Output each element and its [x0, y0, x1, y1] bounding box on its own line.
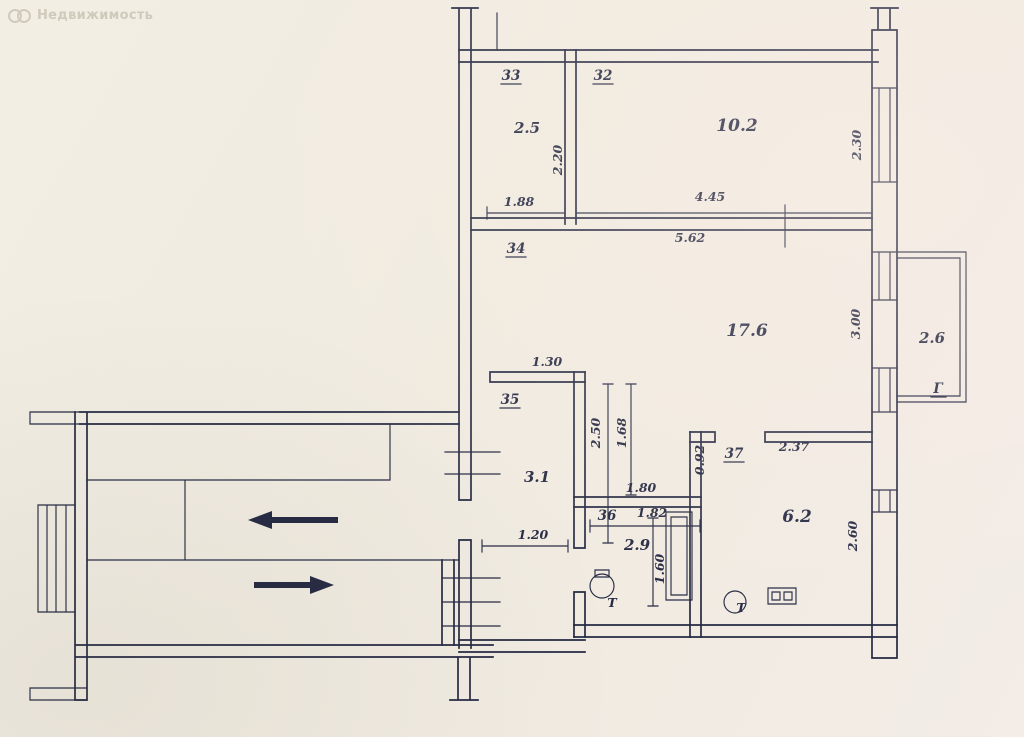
area-label-balcony-2-6: 2.6 — [918, 329, 946, 347]
apartment-bottom-wall — [573, 624, 898, 638]
room-number-37: 37 — [725, 446, 744, 462]
balcony-outline — [896, 251, 967, 403]
stove — [767, 587, 797, 605]
room-number-34: 34 — [507, 241, 526, 257]
apartment-top-wall — [458, 49, 879, 63]
bathtub — [665, 511, 693, 601]
area-label-6-2: 6.2 — [782, 507, 812, 527]
fixtures — [589, 511, 797, 614]
dim-1-68: 1.68 — [614, 417, 629, 448]
plan-labels: 33 32 34 35 36 37 2.5 10.2 17.6 3.1 2.9 … — [501, 68, 946, 615]
room-number-33: 33 — [502, 68, 521, 84]
kitchen-top-wall — [689, 431, 873, 443]
wall-hatch-ticks — [441, 451, 501, 627]
toilet-cistern — [594, 569, 610, 578]
dim-2-50: 2.50 — [588, 417, 603, 449]
dim-1-88: 1.88 — [504, 194, 535, 209]
watermark: Недвижимость — [8, 8, 153, 23]
room-number-35: 35 — [501, 392, 520, 408]
label-underlines — [499, 83, 947, 463]
bathroom-top-wall — [573, 496, 702, 508]
dim-4-45: 4.45 — [695, 189, 725, 204]
corridor-top-wall — [489, 371, 586, 383]
hall-bottom-wall — [458, 639, 586, 653]
toilet-fixture — [589, 573, 615, 599]
area-label-2-5: 2.5 — [513, 119, 540, 137]
dim-1-30: 1.30 — [532, 354, 563, 369]
shaft-hatched-wall — [37, 504, 76, 613]
divider-room25-room102 — [564, 49, 577, 225]
fixture-mark-t2: Т — [736, 600, 747, 615]
kitchen-sink-fixture — [723, 590, 747, 614]
apartment-right-wall — [870, 7, 899, 659]
dim-0-92: 0.92 — [692, 444, 707, 475]
watermark-brand-text: Недвижимость — [37, 8, 154, 23]
area-label-10-2: 10.2 — [716, 116, 758, 136]
stair-arrow-left — [248, 511, 338, 529]
watermark-ring-icon — [17, 8, 31, 23]
room-number-36: 36 — [598, 508, 617, 524]
dim-2-30: 2.30 — [849, 129, 864, 161]
dim-2-20: 2.20 — [550, 144, 565, 176]
stair-flight-lines — [86, 423, 459, 561]
area-label-2-9: 2.9 — [623, 536, 651, 554]
dim-1-82: 1.82 — [637, 505, 668, 520]
dim-3-00: 3.00 — [848, 308, 863, 339]
stairwell — [29, 411, 501, 701]
mid-horizontal-wall — [470, 217, 873, 231]
dim-1-80: 1.80 — [626, 480, 657, 495]
dim-1-20: 1.20 — [518, 527, 549, 542]
balcony-letter-label: Г — [932, 381, 944, 397]
area-label-17-6: 17.6 — [726, 321, 768, 341]
dimension-tick-lines — [481, 204, 873, 607]
stairwell-wall-extensions — [29, 411, 88, 701]
dim-2-60: 2.60 — [845, 520, 860, 552]
right-wall-window-hatches — [871, 87, 898, 513]
bathroom-kitchen-divider — [689, 431, 702, 638]
room-number-32: 32 — [594, 68, 613, 84]
balcony-walls — [896, 251, 967, 403]
area-label-3-1: 3.1 — [524, 468, 550, 486]
dim-2-37: 2.37 — [778, 439, 810, 454]
dimension-lines — [481, 83, 947, 607]
apartment-left-wall — [451, 7, 479, 649]
dim-1-60: 1.60 — [652, 553, 667, 584]
watermark-logo-icon — [8, 8, 31, 23]
apartment-walls — [451, 7, 899, 659]
stair-arrow-right — [254, 576, 334, 594]
stairwell-outer-walls — [74, 411, 494, 701]
fixture-mark-t1: Т — [607, 595, 618, 610]
corridor-bathroom-left-wall — [573, 371, 586, 638]
dim-5-62: 5.62 — [675, 230, 706, 245]
